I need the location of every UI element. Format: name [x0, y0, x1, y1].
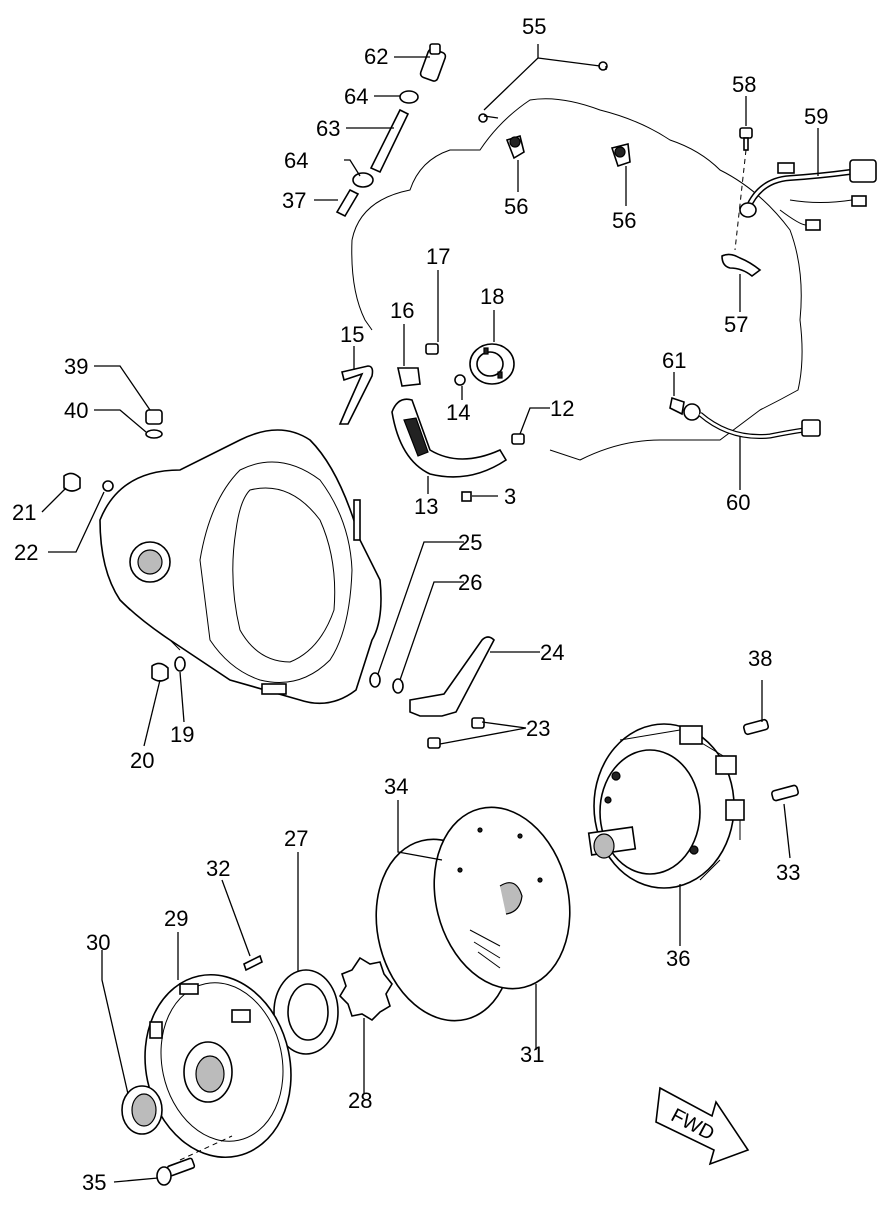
part-29-pump-cover: [144, 973, 292, 1159]
part-13-brake-band: [391, 398, 508, 478]
callout-23: 23: [526, 716, 550, 741]
callout-57: 57: [724, 312, 748, 337]
part-64-clamp-upper: [399, 90, 419, 104]
part-35-bolt: [156, 1157, 196, 1186]
callout-29: 29: [164, 906, 188, 931]
part-32-pin: [243, 954, 263, 972]
part-37-vent-tube: [335, 188, 360, 218]
part-27-outer-gear: [273, 969, 339, 1055]
callout-28: 28: [348, 1088, 372, 1113]
callout-55: 55: [522, 14, 546, 39]
part-58-bolt: [739, 127, 753, 151]
part-56-speed-sensor-left: [478, 113, 525, 160]
callout-30: 30: [86, 930, 110, 955]
part-19-o-ring: [174, 656, 186, 672]
callout-14: 14: [446, 400, 470, 425]
callout-15: 15: [340, 322, 364, 347]
part-21-plug: [63, 472, 81, 492]
callout-61: 61: [662, 348, 686, 373]
part-33-bolt: [771, 784, 799, 802]
part-20-plug: [151, 662, 169, 682]
callout-56-left: 56: [504, 194, 528, 219]
callout-26: 26: [458, 570, 482, 595]
callout-22: 22: [14, 540, 38, 565]
part-36-drum-assembly: [587, 723, 745, 889]
callout-39: 39: [64, 354, 88, 379]
part-14-ball: [454, 374, 466, 386]
part-28-inner-gear: [338, 956, 393, 1022]
part-16-bracket: [397, 367, 421, 387]
part-59-wiring-harness: [739, 159, 877, 231]
fwd-direction-arrow: FWD: [655, 1086, 750, 1166]
callout-19: 19: [170, 722, 194, 747]
callout-64-lower: 64: [284, 148, 308, 173]
callout-3: 3: [504, 484, 516, 509]
part-56-speed-sensor-right: [598, 61, 631, 168]
part-60-sensor-harness: [683, 403, 821, 440]
part-31-separator-plate: [433, 806, 571, 990]
part-40-o-ring: [145, 429, 163, 439]
callout-12: 12: [550, 396, 574, 421]
callout-64-upper: 64: [344, 84, 368, 109]
callout-62: 62: [364, 44, 388, 69]
part-30-oil-seal: [121, 1085, 163, 1135]
part-15-oil-pipe: [338, 365, 374, 425]
part-57-bracket: [721, 253, 762, 278]
callout-38: 38: [748, 646, 772, 671]
callout-59: 59: [804, 104, 828, 129]
callout-27: 27: [284, 826, 308, 851]
callout-34: 34: [384, 774, 408, 799]
part-24-oil-pipe: [409, 636, 495, 717]
callout-32: 32: [206, 856, 230, 881]
callout-16: 16: [390, 298, 414, 323]
part-23-bolt-upper: [471, 717, 485, 729]
callout-labels: 62 64 63 64 37 55 56 56 58 59 57 17 16 1…: [12, 14, 828, 1195]
callout-58: 58: [732, 72, 756, 97]
callout-35: 35: [82, 1170, 106, 1195]
callout-33: 33: [776, 860, 800, 885]
part-26-o-ring: [392, 678, 404, 694]
part-25-o-ring: [369, 672, 381, 688]
part-22-ball: [102, 480, 114, 492]
transmission-case-outline: [351, 98, 803, 461]
part-18-bearing: [469, 343, 515, 385]
part-17-bolt: [425, 343, 439, 355]
leader-lines: [41, 44, 819, 1183]
torque-converter-housing: [99, 429, 382, 705]
callout-24: 24: [540, 640, 564, 665]
callout-36: 36: [666, 946, 690, 971]
part-39-plug: [145, 409, 163, 425]
callout-63: 63: [316, 116, 340, 141]
callout-18: 18: [480, 284, 504, 309]
part-64-clamp-lower: [352, 172, 374, 188]
callout-17: 17: [426, 244, 450, 269]
callout-21: 21: [12, 500, 36, 525]
part-3-small-part: [461, 491, 472, 502]
callout-37: 37: [282, 188, 306, 213]
callout-20: 20: [130, 748, 154, 773]
callout-31: 31: [520, 1042, 544, 1067]
callout-60: 60: [726, 490, 750, 515]
part-61-temperature-sensor: [669, 396, 685, 416]
callout-25: 25: [458, 530, 482, 555]
part-62-vent-fitting: [419, 43, 447, 82]
callout-13: 13: [414, 494, 438, 519]
part-12-bolt: [511, 433, 525, 445]
part-63-vent-hose: [369, 108, 410, 174]
callout-40: 40: [64, 398, 88, 423]
part-38-bolt: [742, 718, 770, 736]
callout-56-right: 56: [612, 208, 636, 233]
part-23-bolt-lower: [427, 737, 441, 749]
